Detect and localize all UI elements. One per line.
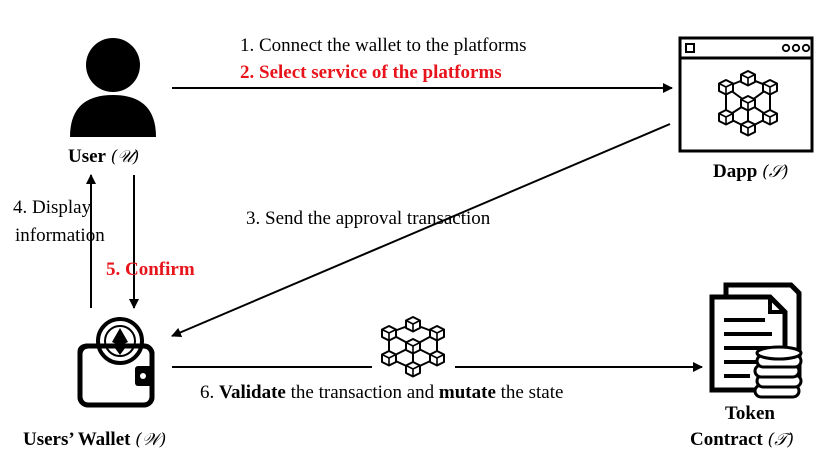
step5-label: 5. Confirm [106,259,195,280]
ethereum-icon [112,328,128,346]
step2-label: 2. Select service of the platforms [240,62,502,83]
step4-label-line1: 4. Display [13,197,92,218]
arrow-dapp-to-wallet [171,123,671,338]
dapp-label: Dapp (𝒮) [713,161,789,182]
step4-label-line2: information [15,225,105,246]
coin-stack-icon [753,345,803,399]
token-label-line1: Token [725,403,775,424]
step1-label: 1. Connect the wallet to the platforms [240,35,527,56]
wallet-label: Users’ Wallet (𝒲) [23,429,167,450]
wallet-icon [77,317,155,408]
blockchain-icon [381,316,445,378]
token-label-line2: Contract (𝒯) [690,429,794,450]
dapp-browser-icon [678,36,814,153]
user-icon [70,38,156,137]
user-label: User (𝒰) [68,146,140,167]
blockchain-icon [718,70,778,137]
step6-label: 6. Validate the transaction and mutate t… [200,382,564,403]
step3-label: 3. Send the approval transaction [246,208,491,229]
